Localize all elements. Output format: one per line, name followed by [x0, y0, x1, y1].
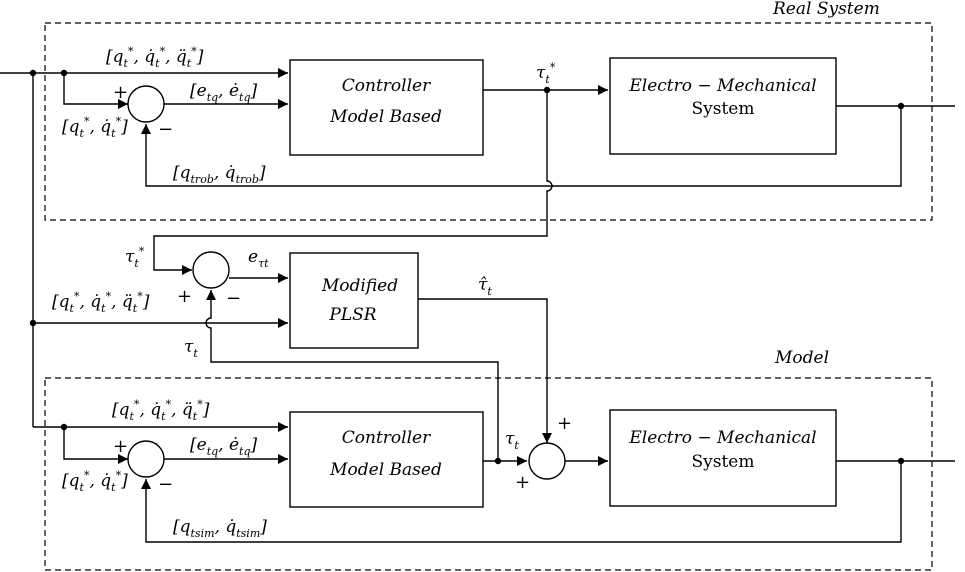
tau-star-line [153, 90, 553, 275]
plus-sign: + [113, 82, 128, 103]
tau-feedback-line [205, 290, 499, 461]
controller-real-line1: Controller [342, 76, 431, 96]
summing-junction-real [127, 85, 165, 123]
plsr-line2: PLSR [328, 305, 376, 325]
error-tau-label: eτt [248, 247, 269, 270]
plus-sign: + [177, 286, 192, 307]
controller-real-line2: Model Based [329, 107, 442, 127]
plus-sign: + [557, 413, 572, 434]
controller-model-line1: Controller [342, 428, 431, 448]
ref-full-label-real: [qt*, q̇t*, q̈t*] [106, 45, 204, 70]
plus-sign: + [515, 472, 530, 493]
plus-sign: + [113, 436, 128, 457]
summing-junction-model [127, 440, 165, 478]
real-system-label: Real System [772, 0, 880, 19]
controller-model-line2: Model Based [329, 460, 442, 480]
branch-to-summer-real [63, 73, 128, 109]
ref-pos-vel-label-real: [qt*, q̇t*] [62, 115, 128, 140]
summing-junction-torque [528, 442, 566, 480]
tau-star-label-plsr: τt* [125, 245, 145, 270]
summing-junction-plsr [192, 251, 230, 289]
plsr-line1: Modified [321, 276, 398, 296]
tau-label-plsr: τt [184, 337, 198, 360]
feedback-real [141, 106, 902, 187]
tau-hat-line [418, 298, 552, 443]
em-model-block [609, 409, 837, 507]
feedback-rob-label: [qtrob, q̇trob] [173, 163, 266, 186]
feedback-model [141, 461, 902, 543]
em-real-block [609, 57, 837, 155]
junction-dot [494, 457, 502, 465]
model-label: Model [774, 348, 829, 368]
ref-full-label-plsr: [qt*, q̇t*, q̈t*] [52, 290, 150, 315]
em-real-line2: System [692, 99, 755, 119]
em-real-line1: Electro − Mechanical [628, 76, 816, 96]
plsr-block [289, 252, 419, 349]
tau-label-model: τt [505, 429, 519, 452]
em-model-line1: Electro − Mechanical [628, 428, 816, 448]
tau-hat-label: τ̂t [478, 275, 492, 298]
controller-model-block [289, 411, 484, 508]
feedback-sim-label: [qtsim, q̇tsim] [173, 517, 267, 540]
model-region [44, 377, 933, 571]
ref-pos-vel-label-model: [qt*, q̇t*] [62, 469, 128, 494]
error-q-label-model: [etq, ėtq] [190, 435, 258, 458]
error-q-label-real: [etq, ėtq] [190, 81, 258, 104]
tau-star-label-real: τt* [536, 61, 556, 86]
branch-to-summer-model [63, 427, 128, 464]
em-model-line2: System [692, 452, 755, 472]
minus-sign: − [226, 288, 241, 309]
controller-real-block [289, 59, 484, 156]
ref-full-label-model: [qt*, q̇t*, q̈t*] [112, 398, 210, 423]
real-system-region [44, 22, 933, 221]
minus-sign: − [158, 474, 173, 495]
minus-sign: − [158, 119, 173, 140]
